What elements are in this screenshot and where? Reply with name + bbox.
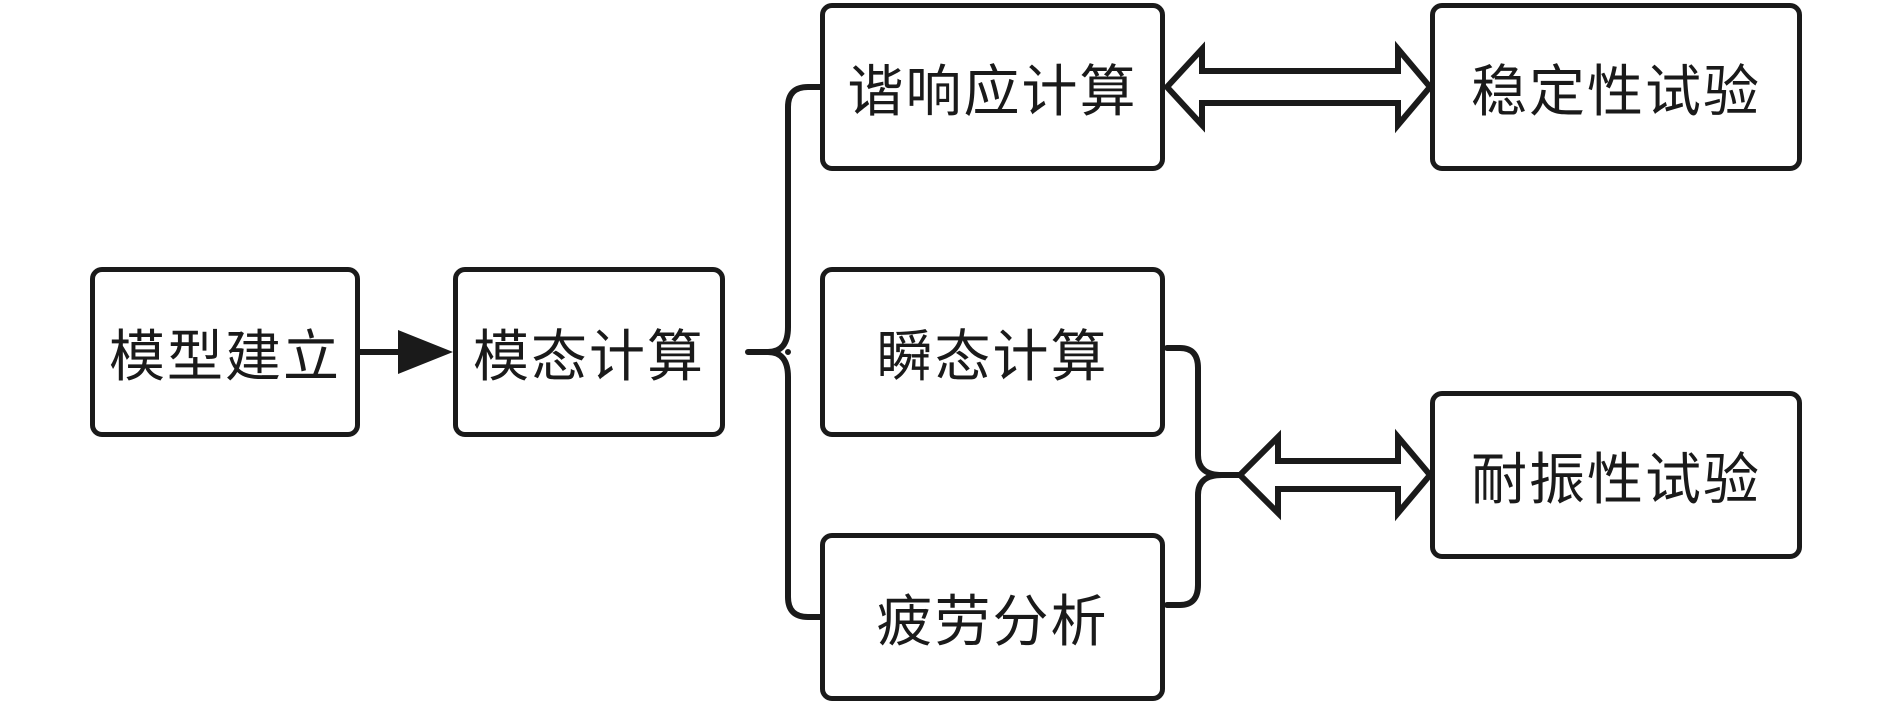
double-arrow-harmonic-stability <box>1162 40 1434 134</box>
brace-analyses-to-vibration <box>1164 345 1243 608</box>
vibration-test-node: 耐振性试验 <box>1430 391 1802 559</box>
stability-test-node: 稳定性试验 <box>1430 3 1802 171</box>
transient-calc-label: 瞬态计算 <box>876 324 1109 390</box>
harmonic-response-label: 谐响应计算 <box>847 59 1138 125</box>
fatigue-analysis-label: 疲劳分析 <box>876 589 1109 655</box>
modal-calc-label: 模态计算 <box>473 324 705 390</box>
transient-calc-node: 瞬态计算 <box>820 267 1165 437</box>
vibration-test-label: 耐振性试验 <box>1471 447 1761 513</box>
model-build-label: 模型建立 <box>109 324 341 390</box>
harmonic-response-node: 谐响应计算 <box>820 3 1165 171</box>
double-arrow-merge-vibration <box>1235 428 1434 522</box>
fatigue-analysis-node: 疲劳分析 <box>820 533 1165 701</box>
arrow-model-to-modal <box>360 330 453 374</box>
modal-calc-node: 模态计算 <box>453 267 725 437</box>
model-build-node: 模型建立 <box>90 267 360 437</box>
brace-modal-to-analyses <box>745 84 823 620</box>
stability-test-label: 稳定性试验 <box>1471 59 1761 125</box>
